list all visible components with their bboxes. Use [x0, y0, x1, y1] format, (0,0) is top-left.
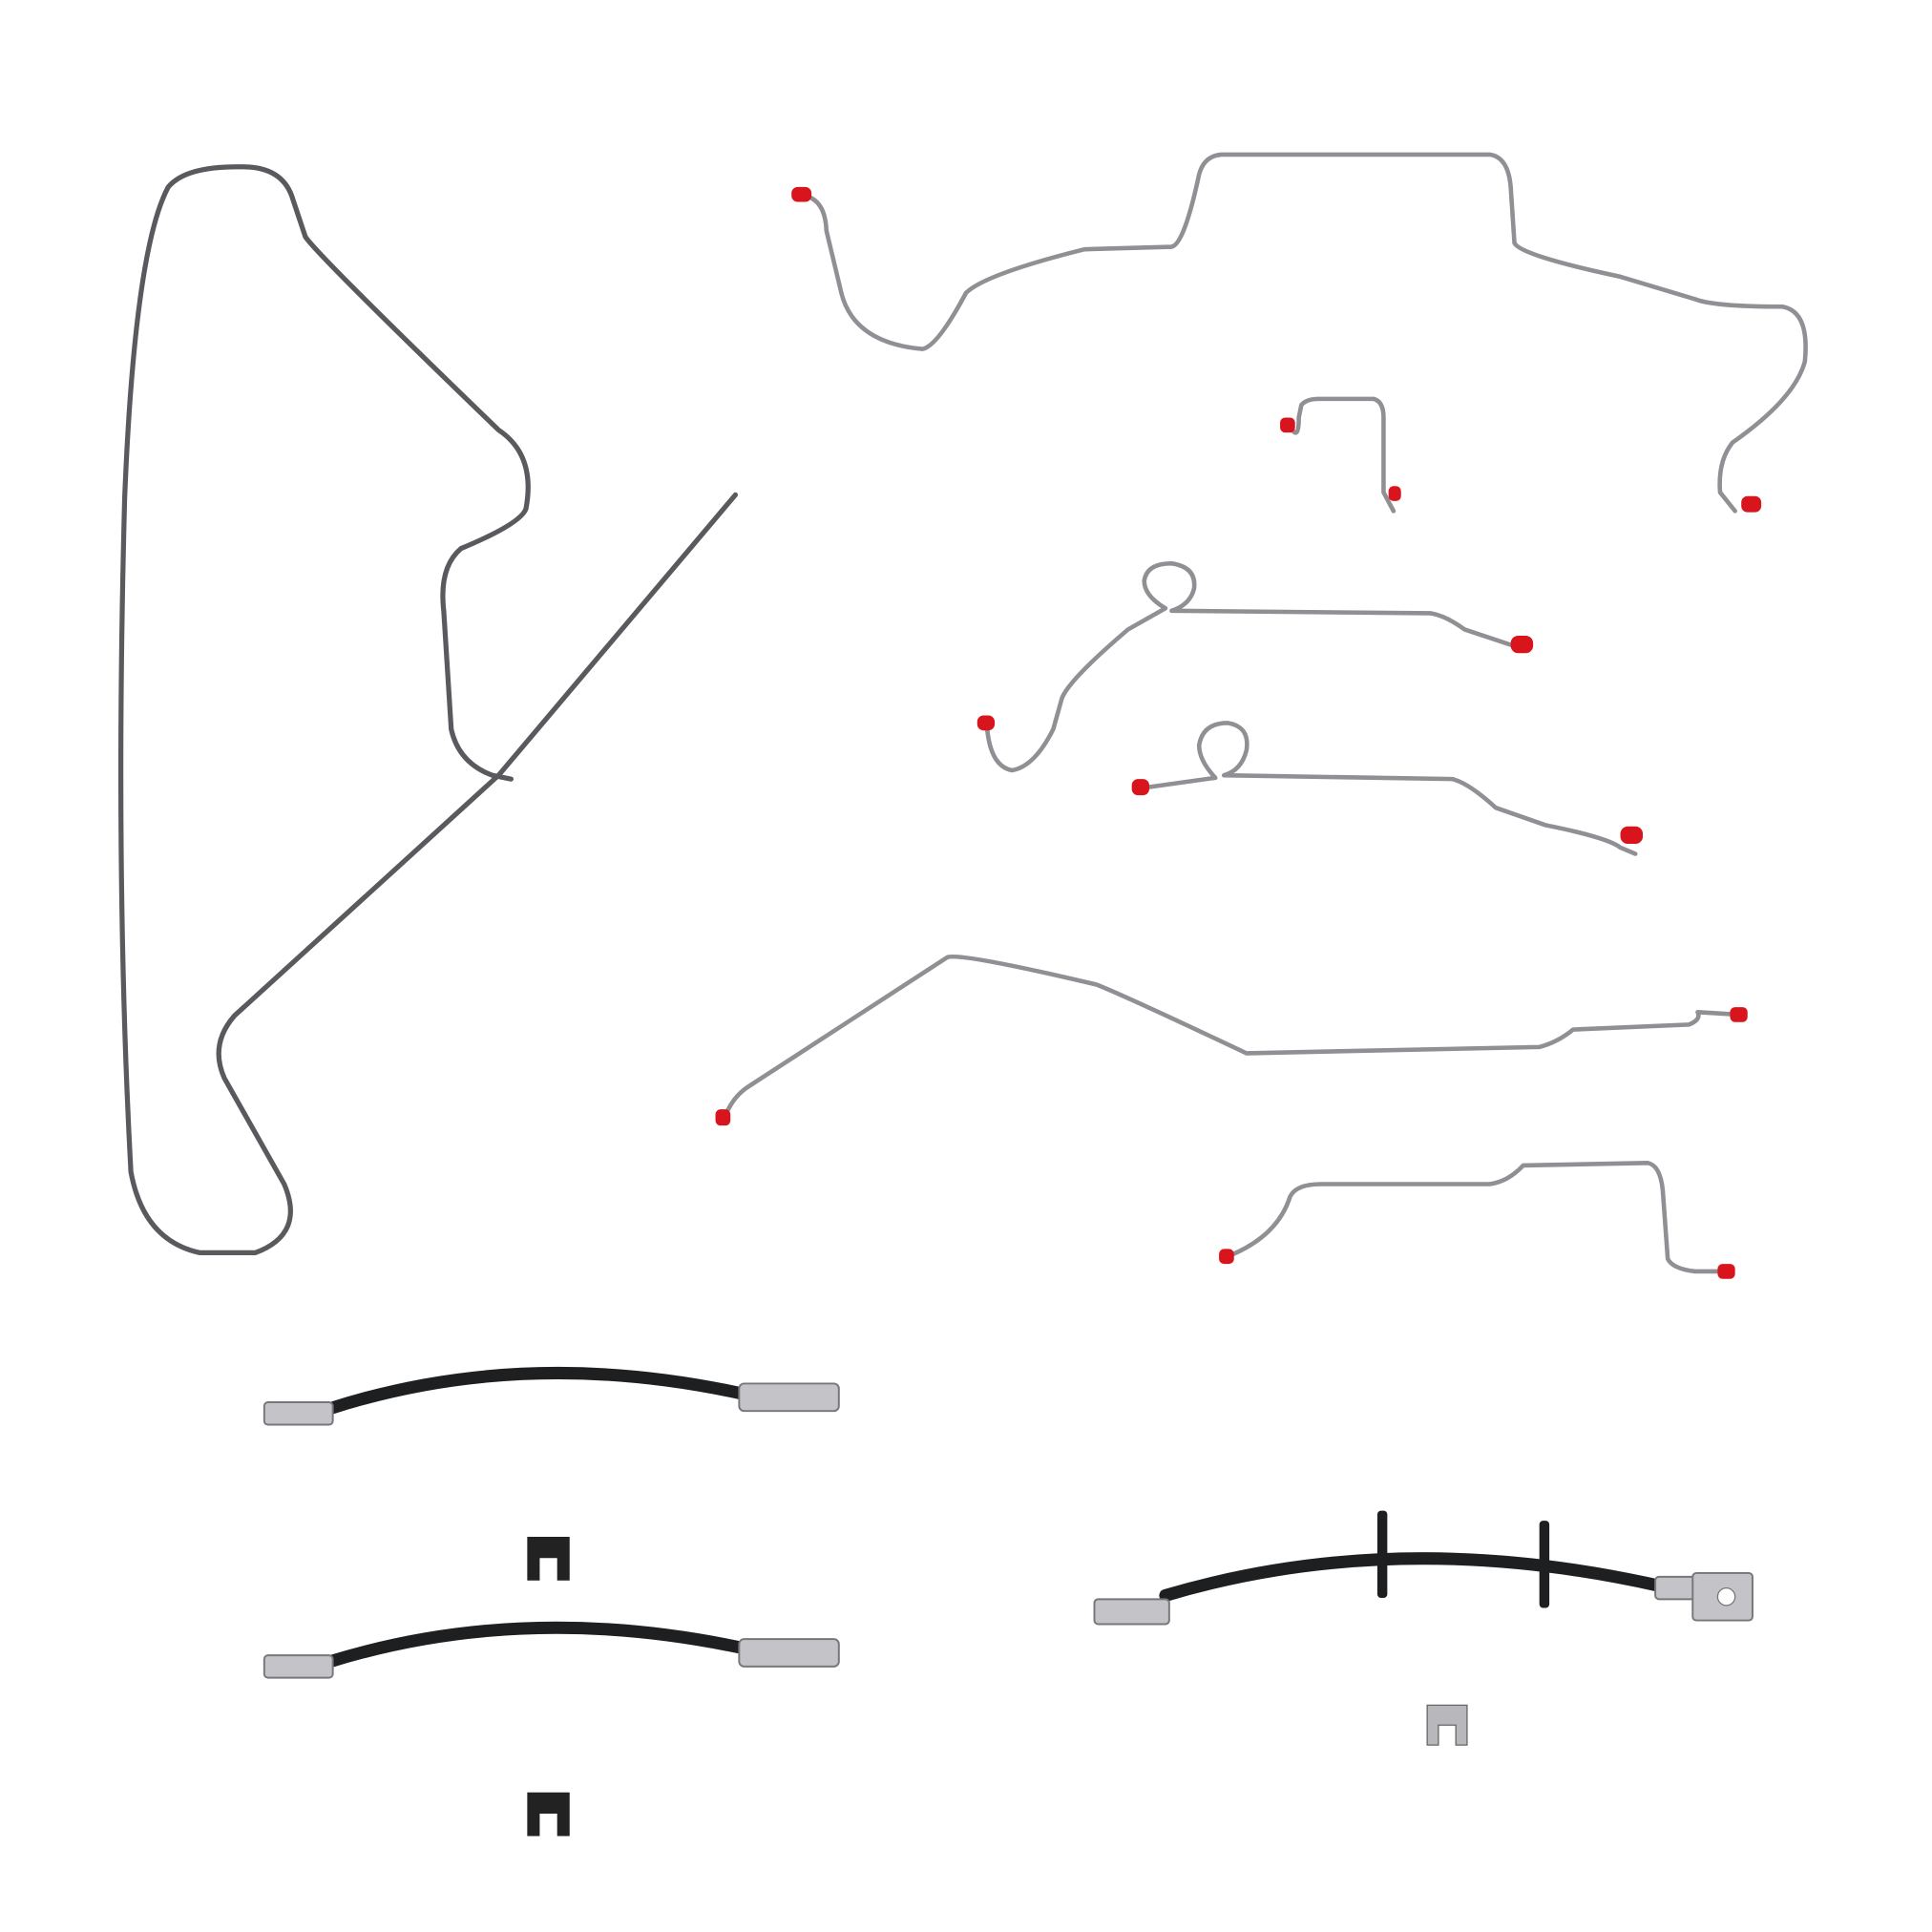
red-end-cap: [1510, 635, 1534, 654]
bracket-hole: [1716, 1586, 1736, 1606]
rubber-hose-2: [324, 1621, 748, 1669]
coiled-line-upper: [984, 560, 1523, 773]
hose-grommet: [1539, 1521, 1550, 1608]
red-end-cap: [1131, 779, 1149, 796]
red-end-cap: [715, 1109, 731, 1126]
hose-fitting: [738, 1382, 840, 1413]
hose-fitting: [1093, 1598, 1170, 1626]
red-end-cap: [1280, 417, 1295, 433]
hose-grommet: [1376, 1510, 1388, 1599]
red-end-cap: [1219, 1249, 1234, 1265]
red-end-cap: [1730, 1007, 1748, 1022]
hose-clip: [527, 1792, 570, 1837]
main-brake-line: [117, 164, 739, 1255]
coiled-line-lower: [1142, 721, 1638, 856]
hose-clip: [1426, 1704, 1468, 1746]
bottom-rear-line: [1225, 1161, 1729, 1274]
hose-fitting: [738, 1638, 840, 1668]
red-end-cap: [1741, 495, 1762, 513]
red-end-cap: [1388, 486, 1401, 501]
front-crossover-line: [801, 152, 1808, 514]
red-end-cap: [1620, 826, 1644, 845]
hose-fitting: [262, 1401, 334, 1426]
long-rear-line: [723, 954, 1741, 1118]
short-u-line: [1288, 396, 1396, 514]
hose-clip: [527, 1537, 570, 1581]
red-end-cap: [976, 715, 996, 731]
rubber-hose-1: [324, 1366, 748, 1416]
red-end-cap: [1717, 1264, 1735, 1279]
hose-fitting: [262, 1654, 334, 1679]
red-end-cap: [791, 186, 812, 202]
rubber-hose-3: [1159, 1552, 1665, 1602]
